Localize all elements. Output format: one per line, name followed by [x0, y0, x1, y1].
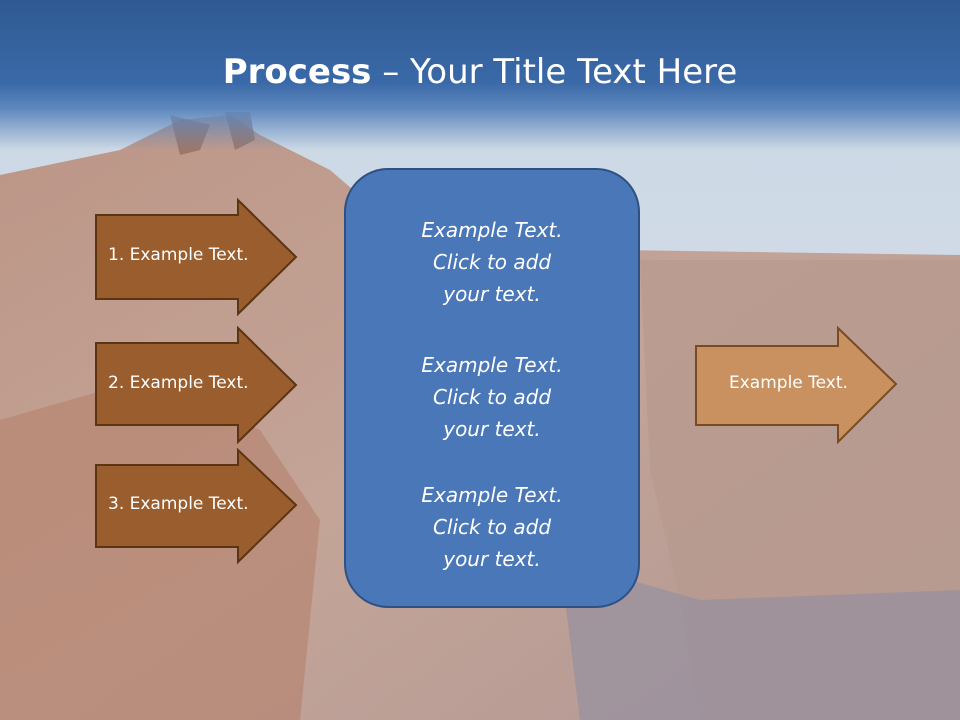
center-block-2-line-3: your text.: [443, 417, 541, 441]
input-arrow-3[interactable]: [94, 448, 300, 566]
input-arrow-1[interactable]: [94, 198, 300, 316]
title-bold: Process: [222, 52, 372, 92]
input-arrow-2[interactable]: [94, 326, 300, 444]
output-arrow[interactable]: [694, 326, 900, 446]
center-block-3-line-2: Click to add: [432, 515, 552, 539]
center-block-3: Example Text. Click to add your text.: [346, 479, 638, 575]
output-arrow-label: Example Text.: [729, 373, 848, 393]
slide-title[interactable]: Process – Your Title Text Here: [0, 52, 960, 92]
center-text-box[interactable]: Example Text. Click to add your text. Ex…: [344, 168, 640, 608]
input-arrow-2-label: 2. Example Text.: [108, 373, 249, 393]
center-block-2-line-2: Click to add: [432, 385, 552, 409]
title-bar: [0, 0, 960, 150]
center-block-1: Example Text. Click to add your text.: [346, 214, 638, 310]
center-block-1-line-2: Click to add: [432, 250, 552, 274]
center-block-1-line-1: Example Text.: [421, 218, 563, 242]
center-block-3-line-1: Example Text.: [421, 483, 563, 507]
center-block-2-line-1: Example Text.: [421, 353, 563, 377]
input-arrow-3-label: 3. Example Text.: [108, 494, 249, 514]
center-block-1-line-3: your text.: [443, 282, 541, 306]
center-block-3-line-3: your text.: [443, 547, 541, 571]
input-arrow-1-label: 1. Example Text.: [108, 245, 249, 265]
title-rest: – Your Title Text Here: [371, 52, 738, 92]
center-block-2: Example Text. Click to add your text.: [346, 349, 638, 445]
